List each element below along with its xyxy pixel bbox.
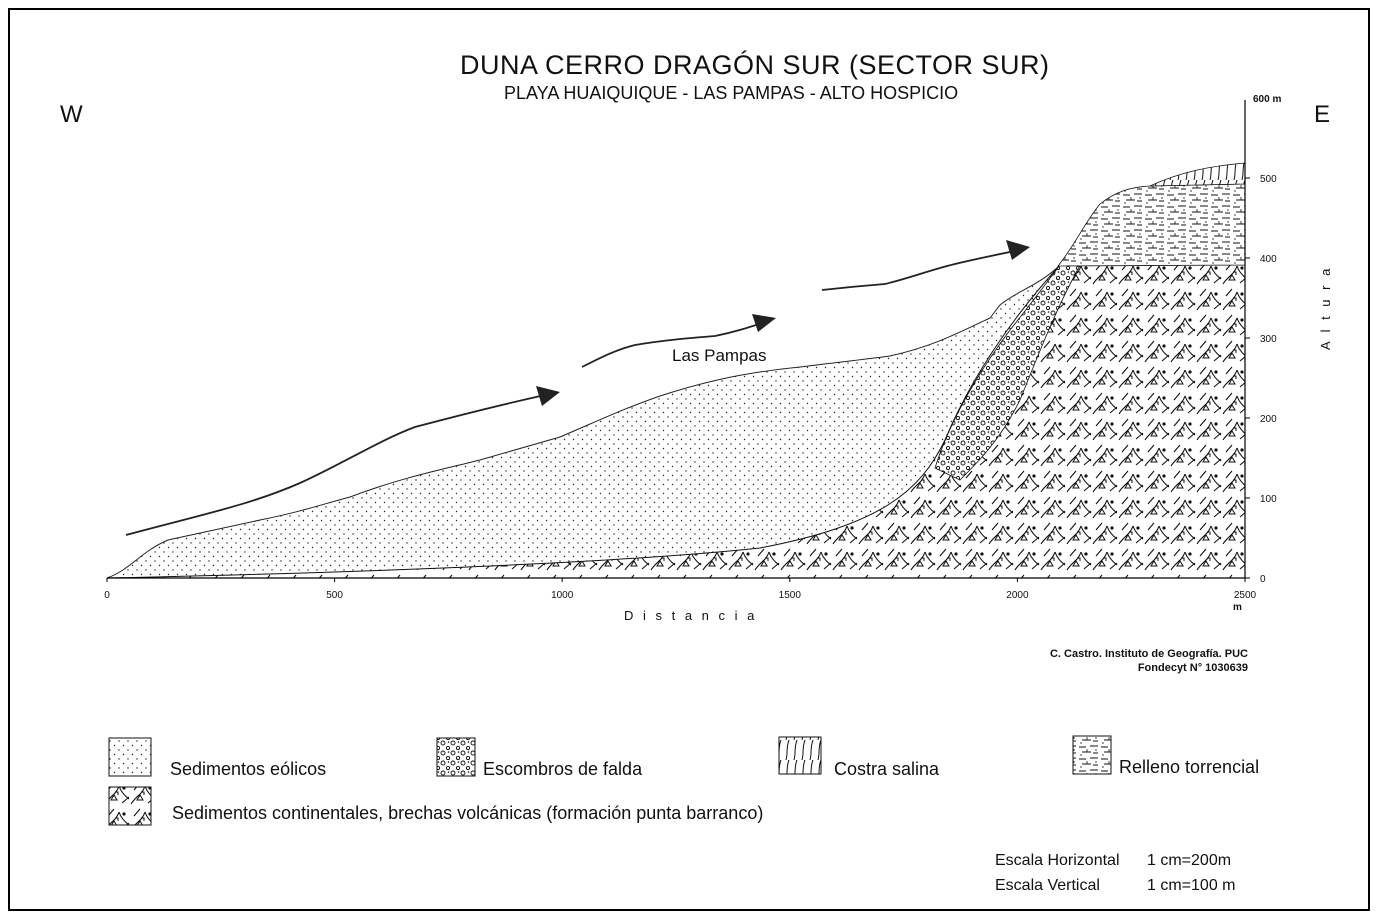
credit-line-1: C. Castro. Instituto de Geografía. PUC xyxy=(1049,648,1248,660)
x-tick-label: 500 xyxy=(326,590,343,601)
x-axis-unit: m xyxy=(1233,602,1242,613)
y-axis-ticks: 0 100 200 300 400 500 xyxy=(1245,174,1277,585)
wind-arrow-1 xyxy=(125,394,546,536)
scale-vertical-value: 1 cm=100 m xyxy=(1147,877,1236,894)
layer-relleno-torrencial xyxy=(1057,183,1246,267)
legend-label-escombros: Escombros de falda xyxy=(483,759,643,779)
diagram-subtitle: PLAYA HUAIQUIQUE - LAS PAMPAS - ALTO HOS… xyxy=(504,83,959,103)
legend-label-costra: Costra salina xyxy=(834,759,940,779)
legend-swatch-continentales xyxy=(108,786,152,826)
west-label: W xyxy=(60,101,83,128)
legend-swatch-eolicos xyxy=(108,737,152,777)
wind-arrows xyxy=(125,249,1021,536)
layer-costra-salina xyxy=(1149,162,1246,187)
wind-arrow-3 xyxy=(821,249,1021,291)
y-tick-label: 400 xyxy=(1260,254,1277,265)
credit-line-2: Fondecyt N° 1030639 xyxy=(1137,662,1248,674)
x-tick-label: 1000 xyxy=(551,590,574,601)
y-axis-label: A l t u r a xyxy=(1318,266,1333,350)
east-label: E xyxy=(1314,101,1331,128)
legend-swatch-escombros xyxy=(436,737,476,777)
scale-horizontal-value: 1 cm=200m xyxy=(1147,852,1232,869)
y-tick-label: 300 xyxy=(1260,334,1277,345)
diagram-title: DUNA CERRO DRAGÓN SUR (SECTOR SUR) xyxy=(460,50,1050,80)
legend-swatch-costra xyxy=(778,736,822,775)
scale-horizontal-label: Escala Horizontal xyxy=(995,852,1120,869)
legend-label-relleno: Relleno torrencial xyxy=(1119,757,1260,777)
x-axis-label: D i s t a n c i a xyxy=(624,608,757,623)
wind-arrowheads xyxy=(536,240,1030,406)
y-tick-label: 0 xyxy=(1260,574,1266,585)
y-tick-label: 200 xyxy=(1260,414,1277,425)
y-axis-top-label: 600 m xyxy=(1253,94,1281,105)
x-tick-label: 0 xyxy=(104,590,110,601)
place-label-las-pampas: Las Pampas xyxy=(672,346,767,365)
layer-sedimentos-eolicos xyxy=(106,263,1061,579)
figure-frame xyxy=(8,8,1370,911)
x-tick-label: 2000 xyxy=(1006,590,1029,601)
x-tick-label: 1500 xyxy=(779,590,802,601)
wind-arrow-2 xyxy=(581,321,766,368)
legend-label-eolicos: Sedimentos eólicos xyxy=(170,759,327,779)
layer-sedimentos-continentales xyxy=(106,264,1246,579)
legend-label-continentales: Sedimentos continentales, brechas volcán… xyxy=(172,803,764,823)
y-tick-label: 500 xyxy=(1260,174,1277,185)
legend-swatch-relleno xyxy=(1072,735,1112,775)
y-tick-label: 100 xyxy=(1260,494,1277,505)
scale-vertical-label: Escala Vertical xyxy=(995,877,1100,894)
x-axis-ticks: 0 500 1000 1500 2000 2500 xyxy=(104,578,1257,601)
x-tick-label: 2500 xyxy=(1234,590,1257,601)
